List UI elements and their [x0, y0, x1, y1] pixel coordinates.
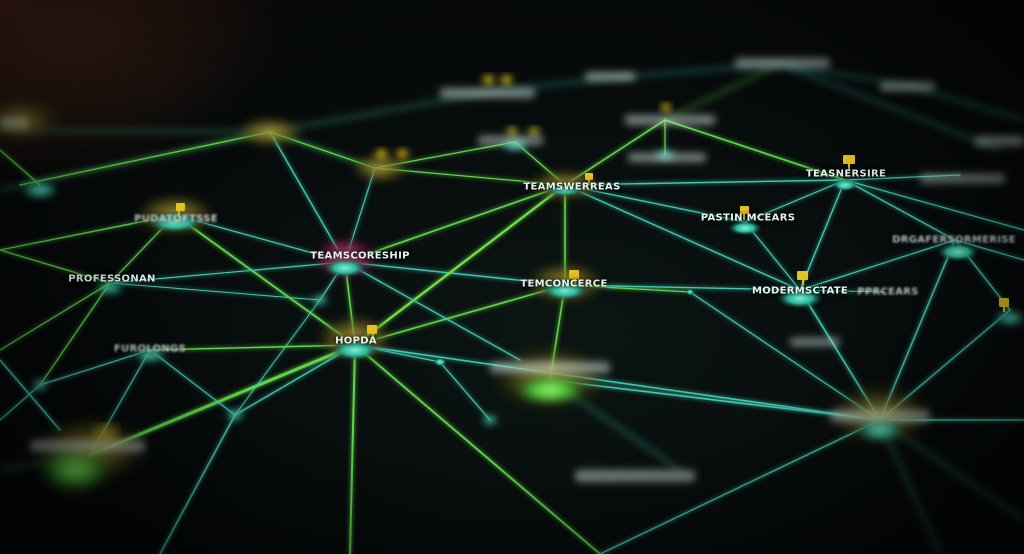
edge [149, 349, 236, 416]
edge [0, 384, 41, 421]
edge [354, 344, 881, 421]
edge [159, 414, 236, 554]
node-small [226, 409, 244, 421]
blurred-label [830, 410, 930, 422]
blurred-label [490, 362, 610, 373]
edge [844, 179, 1024, 231]
edge [19, 131, 271, 186]
flag-icon [98, 428, 114, 440]
edge [0, 282, 111, 351]
node-label-upper-mid: TEAMSWERREAS [523, 181, 621, 193]
main-edges [0, 119, 1024, 554]
node-label-right-small: PPRCEARS [857, 286, 919, 298]
node-bottom-right [858, 419, 902, 441]
edge [109, 282, 321, 301]
flag-icon [484, 76, 511, 84]
edge [439, 361, 491, 421]
edge [599, 419, 881, 554]
node-bottom-left [41, 450, 109, 490]
node-label-right-upper: PASTIN MCEARS [700, 212, 796, 224]
edge [779, 62, 1001, 152]
blurred-label [735, 58, 830, 68]
blurred-label [625, 115, 715, 125]
node-center-left [325, 259, 365, 277]
node-halo [234, 116, 306, 148]
node-label-focus: HOPDA [335, 335, 377, 347]
node-bottom-center [516, 376, 584, 404]
node-label-lower-left: FUROLONGS [113, 343, 187, 355]
blurred-label [920, 174, 1005, 183]
flag-icon [662, 104, 670, 111]
blurred-label [975, 136, 1024, 146]
node-far-right [938, 243, 978, 261]
edge [799, 239, 956, 291]
blurred-label [575, 470, 695, 482]
node-small [22, 182, 58, 198]
blurred-label [880, 82, 935, 91]
flag-icon [508, 128, 538, 135]
blurred-label [440, 88, 535, 98]
edge [353, 183, 567, 347]
node-label-center: TEMCONCERCE [520, 278, 608, 290]
blurred-label [0, 118, 28, 128]
node-small [434, 358, 446, 366]
node-label-left: PROFESSONAN [68, 273, 156, 285]
node-label-right-mid: MODERMSCTATE [751, 285, 849, 297]
edge [0, 359, 61, 431]
node-small [312, 295, 328, 305]
node-small [482, 415, 498, 425]
blurred-background-labels [0, 58, 1024, 482]
node-top-right [833, 179, 857, 191]
node-small [32, 379, 48, 391]
edge [909, 84, 1024, 122]
flag-icon [999, 298, 1009, 312]
blurred-label [628, 153, 706, 162]
edge [234, 299, 321, 416]
node-label-far-right: DRGAFERSORMERISE [892, 234, 1016, 246]
node-label-top-left: PUDATOFTSSE [134, 213, 218, 225]
edge [349, 344, 356, 554]
blurred-label [585, 72, 635, 81]
node-small [994, 311, 1024, 325]
edge [844, 179, 956, 241]
node-label-center-left: TEAMSCORESHIP [310, 250, 410, 262]
edge [39, 282, 111, 386]
node-label-top-right: TEASNERSIRE [805, 168, 887, 180]
node-small [686, 289, 694, 295]
blurred-label [30, 440, 145, 452]
flag-icon [797, 271, 808, 286]
blurred-label [790, 338, 840, 346]
blurred-label [478, 136, 543, 145]
edge [0, 149, 41, 186]
